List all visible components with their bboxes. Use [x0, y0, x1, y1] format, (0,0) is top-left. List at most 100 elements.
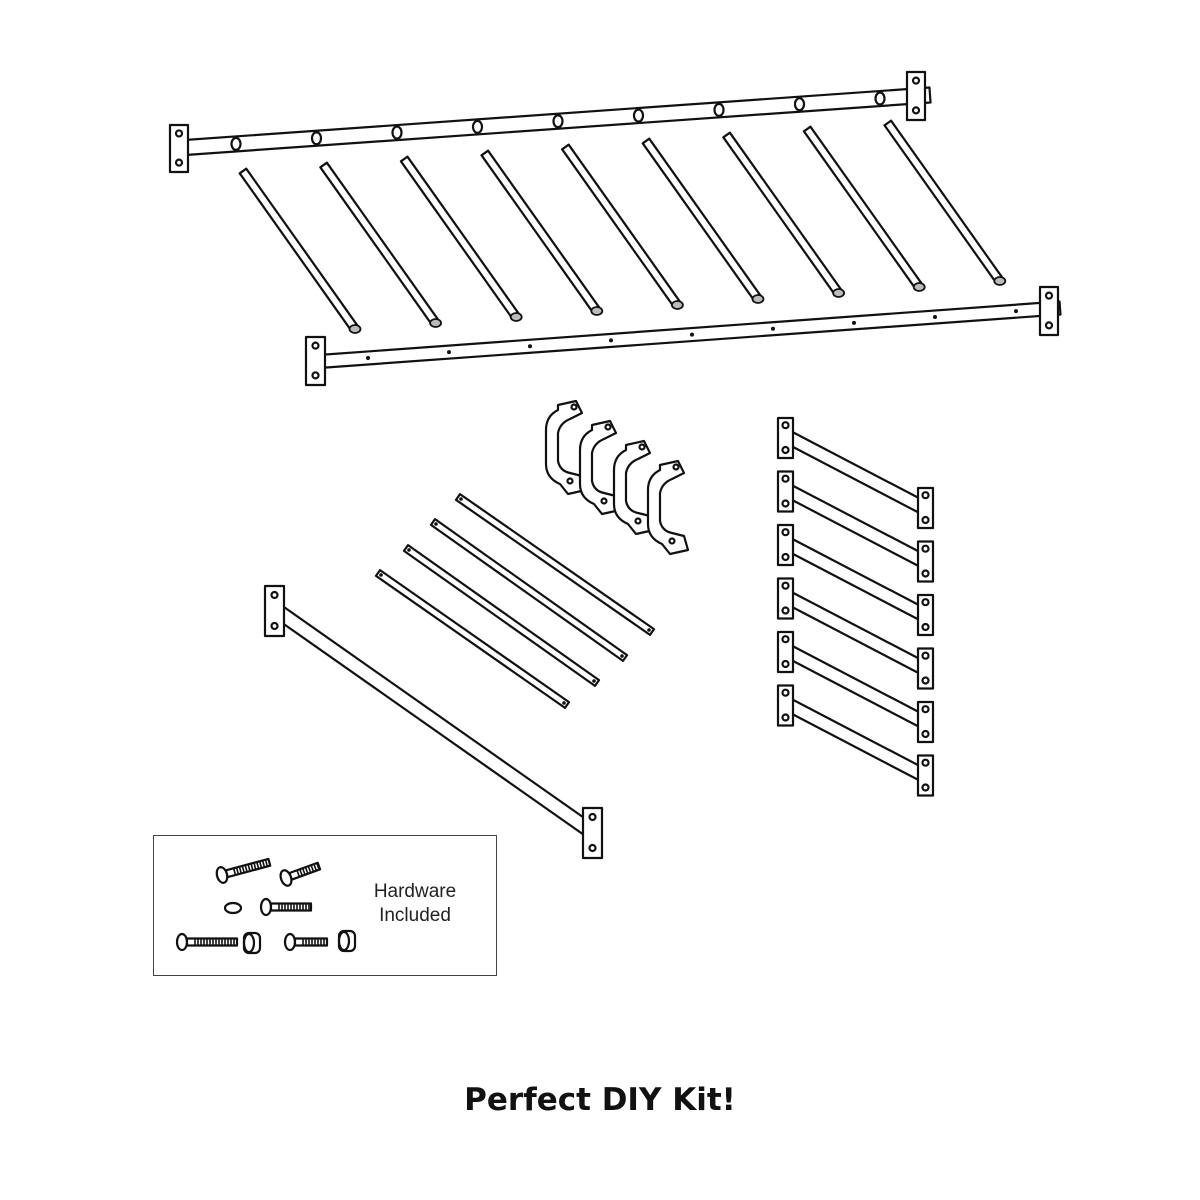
bracket-plate	[916, 700, 935, 744]
flat-bar-strip	[374, 569, 571, 709]
rail-dot	[852, 320, 856, 325]
rail-dot	[528, 344, 532, 349]
bolt-hole	[781, 688, 790, 697]
bolt-hole	[921, 598, 930, 607]
rung-end	[912, 282, 926, 292]
long-pole-tube	[270, 603, 598, 839]
lock-nut	[242, 931, 262, 955]
rung-end	[751, 294, 765, 304]
flat-bar-strip	[402, 544, 601, 687]
ladder-rungs	[238, 119, 1007, 334]
top-rail-right-bracket	[905, 70, 927, 122]
bottom-rail	[304, 285, 1062, 387]
bolt-hole	[781, 713, 790, 722]
bracket-plate	[776, 523, 795, 567]
bolt-hole	[921, 515, 930, 525]
bracket-plate	[916, 486, 935, 530]
screw-thread	[264, 859, 269, 867]
bolt-hole	[781, 606, 790, 615]
short-bar-right-bracket	[916, 754, 935, 797]
caption: Perfect DIY Kit!	[464, 1082, 736, 1118]
screw-shank	[293, 937, 329, 947]
bolt-hole	[1044, 291, 1054, 300]
ladder-rung	[480, 149, 604, 316]
rung-end	[509, 312, 523, 322]
rung-hole	[793, 97, 806, 112]
handle-hole	[604, 423, 612, 431]
screw-thread	[241, 865, 245, 873]
screw-thread	[301, 867, 306, 876]
ladder-rung	[238, 167, 362, 334]
screw-thread	[250, 863, 254, 871]
screw-thread	[299, 868, 303, 877]
bolt-hole	[1044, 321, 1054, 330]
rung-hole	[552, 114, 564, 129]
rung-hole	[471, 119, 484, 134]
short-bars	[776, 416, 935, 797]
bolt-hole	[781, 421, 790, 430]
short-bar-left-bracket	[776, 630, 795, 674]
ladder-rung	[802, 125, 926, 292]
short-bar-left-bracket	[776, 684, 795, 727]
flat-bar-strip	[429, 518, 629, 662]
bracket-plate	[916, 754, 935, 797]
handle-hole	[638, 443, 646, 451]
bolt-hole	[921, 705, 930, 714]
bolt-hole	[911, 106, 921, 115]
washer	[223, 901, 243, 915]
rail-dot	[771, 326, 775, 331]
bracket-plate	[776, 416, 795, 460]
screw-thread	[313, 863, 318, 871]
ladder-rung	[561, 143, 684, 310]
rung-hole	[632, 108, 645, 123]
bracket-plate	[916, 593, 935, 637]
short-bar	[776, 684, 935, 797]
rung-end	[590, 306, 604, 316]
bracket-plate	[916, 540, 935, 583]
bracket-plate	[905, 70, 927, 122]
ladder-rung	[319, 161, 443, 328]
short-bar	[776, 523, 935, 637]
bracket-plate	[263, 584, 286, 638]
bolt-hole	[174, 129, 184, 138]
long-pole-bottom-bracket	[581, 806, 604, 860]
hardware-label-line2: Included	[379, 905, 451, 926]
short-bar	[776, 416, 935, 530]
bolt-hole	[921, 569, 930, 578]
screw-thread	[310, 864, 315, 872]
flat-bar-hole	[562, 701, 566, 705]
lock-nut	[337, 929, 357, 953]
flat-bars	[374, 493, 656, 709]
hardware-icons	[175, 857, 357, 955]
bolt-hole	[174, 158, 184, 167]
handle-hole	[566, 477, 574, 485]
lag-screw	[215, 857, 272, 884]
screw-thread	[256, 861, 260, 870]
bolt-hole	[921, 676, 930, 685]
handle-hole	[600, 497, 608, 505]
bracket-plate	[776, 577, 795, 620]
flat-bar	[454, 493, 656, 636]
bottom-rail-left-bracket	[304, 335, 327, 387]
flat-bar	[374, 569, 571, 709]
bolt-hole	[781, 659, 790, 669]
nut-face	[242, 932, 256, 954]
short-bar	[776, 630, 935, 744]
screw-shank	[185, 937, 239, 947]
rung-hole	[230, 136, 242, 152]
flat-bar-hole	[434, 522, 438, 526]
bracket-plate	[1038, 285, 1060, 337]
top-rail	[168, 70, 932, 174]
bracket-plate	[168, 123, 190, 174]
rung-hole	[713, 102, 725, 117]
bolt-hole	[781, 445, 790, 455]
rung-end	[832, 288, 845, 298]
rung-end	[671, 300, 684, 310]
screw-thread	[258, 861, 263, 869]
screw-thread	[261, 860, 266, 868]
flat-bar-hole	[647, 628, 651, 632]
bolt-hole	[921, 758, 930, 767]
short-bar-right-bracket	[916, 593, 935, 637]
